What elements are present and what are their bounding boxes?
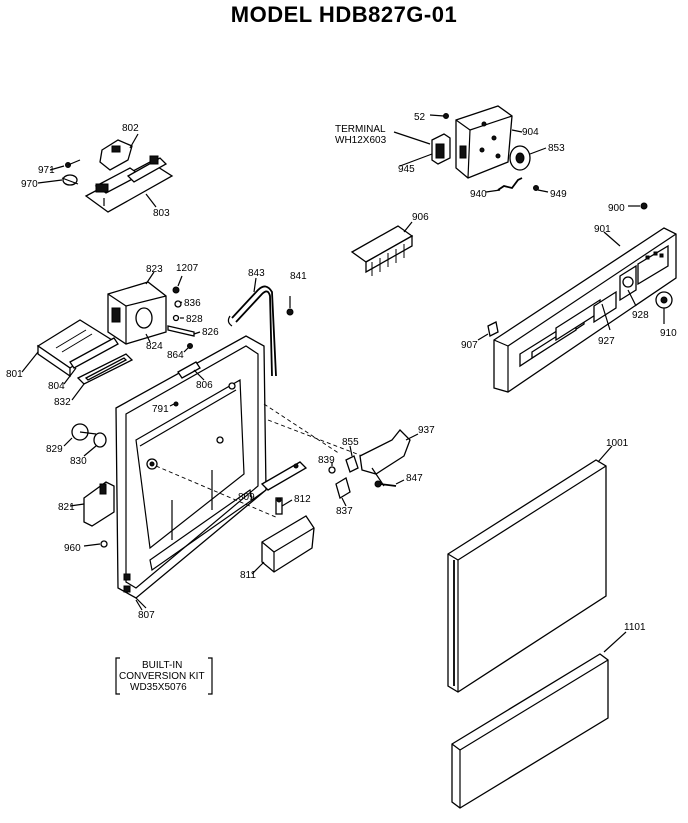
part-841 — [286, 296, 294, 316]
callout-837: 837 — [336, 506, 353, 517]
callout-829: 829 — [46, 444, 63, 455]
part-811 — [261, 515, 315, 573]
part-836 — [174, 300, 182, 308]
part-826 — [167, 325, 195, 337]
part-907 — [487, 321, 499, 337]
callout-910: 910 — [660, 328, 677, 339]
callout-1001: 1001 — [606, 438, 629, 449]
callout-864: 864 — [167, 350, 184, 361]
callout-809: 809 — [238, 492, 255, 503]
part-949 — [533, 185, 549, 193]
callout-843: 843 — [248, 268, 265, 279]
part-837 — [335, 477, 351, 499]
part-1207 — [172, 286, 180, 294]
kit-label-line2: CONVERSION KIT — [119, 671, 205, 682]
callout-821: 821 — [58, 502, 75, 513]
diagram-title: MODEL HDB827G-01 — [230, 2, 458, 27]
callout-801: 801 — [6, 369, 23, 380]
callout-807: 807 — [138, 610, 155, 621]
callout-853: 853 — [548, 143, 565, 154]
part-839 — [328, 466, 336, 474]
callout-830: 830 — [70, 456, 87, 467]
terminal-part-number: WH12X603 — [335, 135, 387, 146]
callout-937: 937 — [418, 425, 435, 436]
part-910 — [655, 291, 673, 324]
part-901-control-panel — [493, 227, 677, 393]
part-830 — [93, 432, 107, 448]
callout-824: 824 — [146, 341, 163, 352]
callout-900: 900 — [608, 203, 625, 214]
callout-907: 907 — [461, 340, 478, 351]
callout-841: 841 — [290, 271, 307, 282]
part-900 — [628, 202, 648, 210]
part-853 — [509, 145, 547, 171]
callout-806: 806 — [196, 380, 213, 391]
callout-847: 847 — [406, 473, 423, 484]
callout-836: 836 — [184, 298, 201, 309]
part-906 — [350, 225, 414, 276]
part-960 — [100, 540, 108, 548]
part-843-gasket — [227, 285, 277, 377]
callout-960: 960 — [64, 543, 81, 554]
part-828 — [172, 314, 180, 322]
part-855 — [345, 455, 359, 473]
part-812 — [275, 497, 283, 515]
kit-label-line1: BUILT-IN — [142, 660, 182, 671]
part-847 — [374, 480, 397, 488]
part-821 — [83, 481, 115, 527]
callout-804: 804 — [48, 381, 65, 392]
part-806 — [177, 361, 201, 379]
callout-811: 811 — [240, 570, 256, 581]
part-1101-kick-panel — [451, 653, 609, 809]
callout-828: 828 — [186, 314, 203, 325]
terminal-label: TERMINAL — [335, 124, 386, 135]
part-823 — [107, 281, 167, 345]
alignment-line — [263, 403, 341, 455]
part-52 — [429, 113, 449, 119]
callout-928: 928 — [632, 310, 649, 321]
part-assembly-803 — [84, 139, 174, 213]
callout-970: 970 — [21, 179, 38, 190]
callout-927: 927 — [598, 336, 615, 347]
callout-826: 826 — [202, 327, 219, 338]
callout-791: 791 — [152, 404, 169, 415]
part-971 — [65, 159, 81, 168]
callout-812: 812 — [294, 494, 311, 505]
conversion-kit-box: BUILT-IN CONVERSION KIT WD35X5076 — [115, 657, 213, 695]
callout-855: 855 — [342, 437, 359, 448]
callout-904: 904 — [522, 127, 539, 138]
part-829 — [71, 423, 97, 441]
part-945 — [431, 133, 451, 165]
callout-839: 839 — [318, 455, 335, 466]
part-804 — [69, 337, 119, 369]
callout-832: 832 — [54, 397, 71, 408]
callout-52: 52 — [414, 112, 426, 123]
part-832 — [76, 353, 134, 385]
callout-803: 803 — [153, 208, 170, 219]
callout-945: 945 — [398, 164, 415, 175]
part-970 — [61, 174, 79, 186]
callout-823: 823 — [146, 264, 163, 275]
part-937 — [359, 429, 411, 487]
part-807-inner-door — [115, 335, 267, 609]
part-809 — [260, 461, 308, 491]
alignment-line — [267, 419, 379, 463]
callout-901: 901 — [594, 224, 611, 235]
callout-940: 940 — [470, 189, 487, 200]
part-904 — [455, 105, 513, 179]
callout-1207: 1207 — [176, 263, 199, 274]
part-940 — [497, 177, 523, 191]
callout-906: 906 — [412, 212, 429, 223]
part-791 — [173, 401, 179, 407]
callout-949: 949 — [550, 189, 567, 200]
alignment-line — [155, 465, 279, 519]
part-864 — [187, 343, 193, 349]
callout-971: 971 — [38, 165, 55, 176]
part-1001-door-panel — [447, 459, 607, 693]
callout-802: 802 — [122, 123, 139, 134]
callout-1101: 1101 — [624, 622, 646, 633]
kit-part-number: WD35X5076 — [130, 682, 187, 693]
